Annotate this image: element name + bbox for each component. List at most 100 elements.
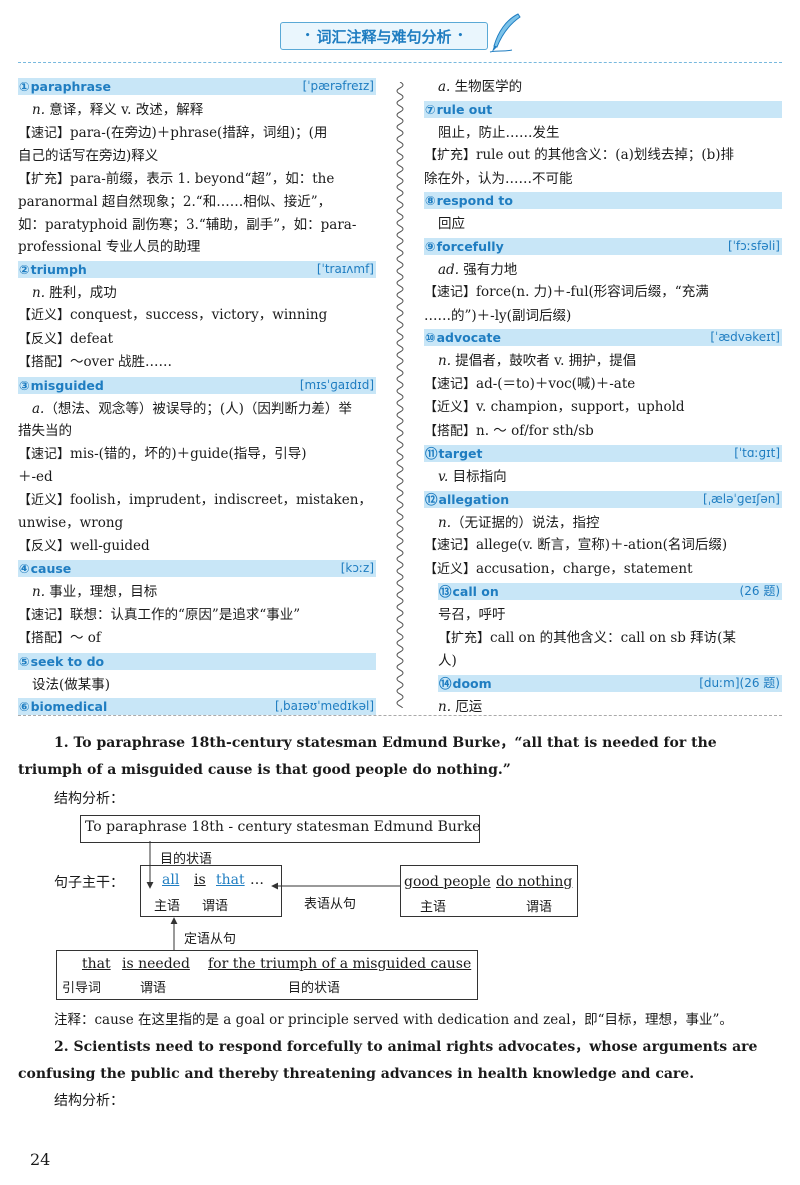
main-clause-label: 句子主干： bbox=[54, 875, 124, 891]
entry-text: conquest，success，victory，winning bbox=[70, 307, 328, 323]
entry-text: 阻止，防止……发生 bbox=[438, 124, 560, 141]
entry-header-seek-to-do: ⑤seek to do bbox=[18, 652, 376, 670]
entry-tag: 【速记】 bbox=[18, 446, 71, 462]
main-ellipsis: … bbox=[250, 872, 264, 888]
entry-text: ～ of bbox=[70, 630, 101, 646]
entry-text: mis-(错的，坏的)＋guide(指导，引导) bbox=[70, 445, 307, 462]
main-that: that bbox=[216, 872, 245, 888]
header-rule bbox=[18, 62, 782, 63]
entry-text: 回应 bbox=[438, 216, 465, 232]
entry-text: well-guided bbox=[70, 537, 150, 554]
entry-pronunciation: [mɪsˈɡaɪdɪd] bbox=[299, 377, 374, 392]
section-divider bbox=[18, 715, 782, 716]
entry-word: seek to do bbox=[30, 653, 105, 669]
entry-line: v. 目标指向 bbox=[424, 466, 782, 489]
part-of-speech: n. bbox=[32, 584, 45, 600]
entry-line: n.（无证据的）说法，指控 bbox=[424, 512, 782, 535]
entry-text: ……的”)＋-ly(副词后缀) bbox=[424, 307, 572, 324]
entry-line: n. 提倡者，鼓吹者 v. 拥护，提倡 bbox=[424, 350, 782, 373]
entry-line: paranormal 超自然现象；2.“和……相似、接近”， bbox=[18, 191, 376, 214]
entry-line: 【扩充】call on 的其他含义：call on sb 拜访(某 bbox=[424, 627, 782, 651]
entry-line: 自己的话写在旁边)释义 bbox=[18, 145, 376, 168]
entry-line: 【速记】mis-(错的，坏的)＋guide(指导，引导) bbox=[18, 443, 376, 467]
entry-text: allege(v. 断言，宣称)＋-ation(名词后缀) bbox=[476, 537, 728, 553]
entry-tag: 【搭配】 bbox=[18, 631, 71, 646]
entry-line: 【速记】force(n. 力)＋-ful(形容词后缀，“充满 bbox=[424, 281, 782, 305]
entry-number: ⑦ bbox=[425, 101, 436, 117]
entry-tag: 【扩充】 bbox=[18, 171, 71, 187]
entry-pronunciation: [ˈtɑːɡɪt] bbox=[734, 446, 780, 460]
entry-tag: 【搭配】 bbox=[424, 423, 477, 439]
part-of-speech: v. bbox=[438, 469, 449, 485]
entry-line: 措失当的 bbox=[18, 420, 376, 443]
predicative-clause-label: 表语从句 bbox=[304, 897, 357, 912]
part-of-speech: n. bbox=[438, 514, 451, 531]
entry-word: doom bbox=[452, 675, 492, 691]
attributive-clause-label: 定语从句 bbox=[184, 932, 237, 947]
entry-text: 事业，理想，目标 bbox=[45, 584, 158, 600]
entry-text: 号召，呼吁 bbox=[438, 607, 506, 623]
entry-pronunciation: [ˌbaɪəʊˈmedɪkəl] bbox=[275, 699, 374, 713]
diagram-main-box bbox=[140, 865, 282, 917]
entry-tag: 【速记】 bbox=[18, 125, 71, 141]
entry-header-paraphrase: ①paraphrase[ˈpærəfreɪz] bbox=[18, 78, 376, 95]
entry-text: 厄运 bbox=[451, 698, 483, 715]
entry-header-doom: ⑭doom[duːm](26 题) bbox=[438, 674, 782, 692]
title-dot-left: • bbox=[304, 31, 311, 41]
entry-text: para-前缀，表示 1. beyond“超”，如：the bbox=[70, 170, 335, 187]
main-subject-all: all bbox=[162, 872, 180, 888]
entry-pronunciation: [ˌæləˈɡeɪʃən] bbox=[703, 491, 780, 506]
entry-word: rule out bbox=[436, 101, 493, 117]
entry-number: ⑭ bbox=[439, 675, 452, 691]
vocab-column-right: a. 生物医学的 ⑦rule out 阻止，防止……发生【扩充】rule out … bbox=[424, 76, 782, 718]
entry-tag: 【扩充】 bbox=[424, 148, 477, 163]
entry-line: 阻止，防止……发生 bbox=[424, 122, 782, 145]
entry-word: forcefully bbox=[436, 238, 504, 254]
entry-text: accusation，charge，statement bbox=[476, 560, 693, 577]
entry-text: 提倡者，鼓吹者 v. 拥护，提倡 bbox=[451, 353, 637, 369]
entry-line: 【扩充】rule out 的其他含义：(a)划线去掉；(b)排 bbox=[424, 144, 782, 168]
entry-text: professional 专业人员的助理 bbox=[18, 239, 201, 255]
diagram-top-text: To paraphrase 18th - century statesman E… bbox=[85, 819, 481, 835]
entry-number: ⑨ bbox=[425, 238, 436, 254]
entry-tag: 【近义】 bbox=[424, 400, 477, 415]
entry-line: 回应 bbox=[424, 213, 782, 236]
entry-word: call on bbox=[452, 584, 499, 599]
entry-line: professional 专业人员的助理 bbox=[18, 236, 376, 259]
entry-line: 【搭配】～over 战胜…… bbox=[18, 351, 376, 375]
entry-text: 胜利，成功 bbox=[45, 284, 117, 301]
right-subject-label: 主语 bbox=[420, 900, 447, 915]
entry-word: advocate bbox=[436, 330, 502, 345]
entry-text: v. champion，support，uphold bbox=[476, 399, 685, 415]
entry-pronunciation: [ˈpærəfreɪz] bbox=[302, 79, 374, 93]
entry-line: 设法(做某事) bbox=[18, 674, 376, 697]
entry-line: n. 胜利，成功 bbox=[18, 282, 376, 305]
entry-text: unwise，wrong bbox=[18, 515, 124, 531]
entry-header-target: ⑪target[ˈtɑːɡɪt] bbox=[424, 445, 782, 462]
entry-header-respond-to: ⑧respond to bbox=[424, 192, 782, 209]
biomedical-definition: a. 生物医学的 bbox=[438, 79, 523, 95]
entry-number: ⑤ bbox=[19, 653, 30, 669]
entry-word: cause bbox=[30, 561, 72, 576]
entry-tag: 【近义】 bbox=[18, 492, 71, 508]
entry-text: 如：paratyphoid 副伤寒；3.“辅助，副手”，如：para- bbox=[18, 216, 357, 233]
entry-tag: 【反义】 bbox=[18, 538, 71, 554]
section-title: 词汇注释与难句分析 bbox=[316, 27, 452, 46]
title-dot-right: • bbox=[457, 31, 464, 41]
entry-word: triumph bbox=[30, 261, 87, 277]
entry-line: 【反义】well-guided bbox=[18, 535, 376, 559]
entry-line: ……的”)＋-ly(副词后缀) bbox=[424, 305, 782, 328]
entry-number: ④ bbox=[19, 561, 30, 576]
entry-text: defeat bbox=[70, 330, 114, 347]
bottom-purpose-label: 目的状语 bbox=[288, 981, 341, 996]
entry-line: 【近义】v. champion，support，uphold bbox=[424, 396, 782, 420]
part-of-speech: ad. bbox=[438, 261, 459, 278]
entry-line: 【速记】allege(v. 断言，宣称)＋-ation(名词后缀) bbox=[424, 534, 782, 558]
entry-number: ① bbox=[19, 79, 30, 94]
entry-text: 人) bbox=[438, 653, 457, 669]
entry-line: 【反义】defeat bbox=[18, 328, 376, 352]
entry-number: ⑫ bbox=[425, 491, 438, 507]
entry-header-allegation: ⑫allegation[ˌæləˈɡeɪʃən] bbox=[424, 490, 782, 508]
entry-pronunciation: [kɔːz] bbox=[340, 561, 374, 575]
structure-label-2: 结构分析： bbox=[54, 1093, 124, 1109]
